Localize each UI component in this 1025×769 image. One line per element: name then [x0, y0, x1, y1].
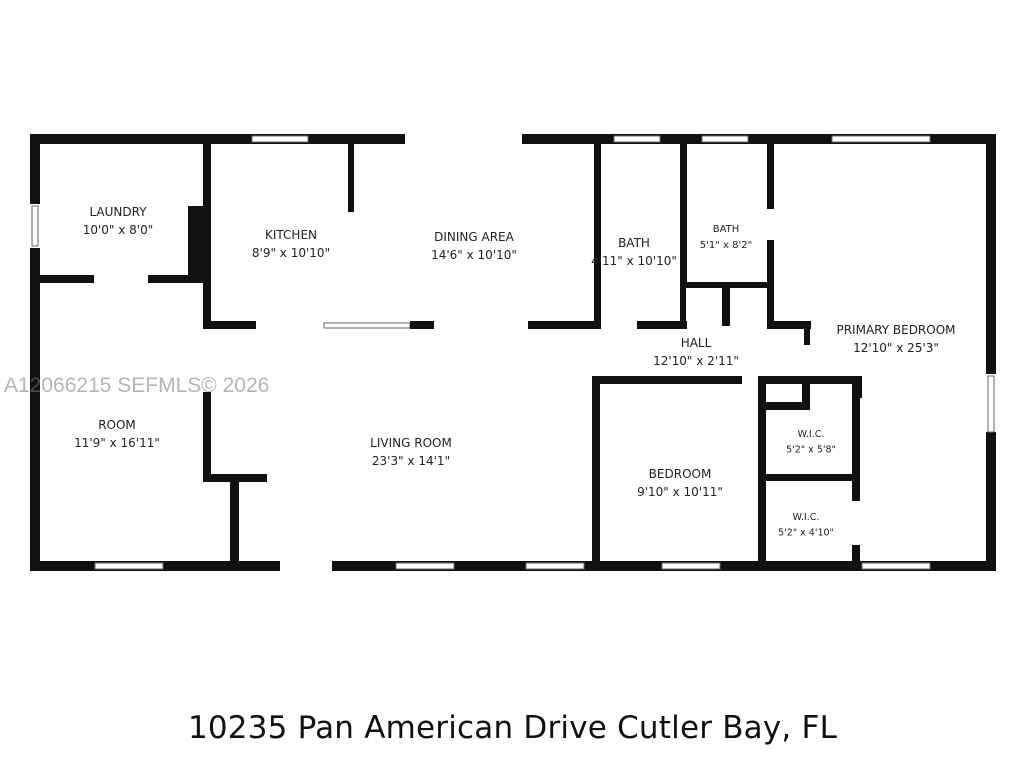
- interior-walls: [40, 144, 862, 565]
- room-name-dining: DINING AREA: [434, 230, 515, 244]
- room-dims-dining: 14'6" x 10'10": [431, 248, 517, 262]
- room-dims-wic2: 5'2" x 4'10": [778, 528, 834, 539]
- room-name-primary: PRIMARY BEDROOM: [836, 323, 955, 337]
- room-name-kitchen: KITCHEN: [265, 228, 317, 242]
- room-dims-room: 11'9" x 16'11": [74, 436, 160, 450]
- room-dims-wic1: 5'2" x 5'8": [786, 445, 836, 456]
- room-name-hall: HALL: [681, 336, 712, 350]
- address-caption: 10235 Pan American Drive Cutler Bay, FL: [187, 710, 838, 746]
- watermark: A12066215 SEFMLS© 2026: [4, 374, 269, 397]
- room-labels: LAUNDRY 10'0" x 8'0" KITCHEN 8'9" x 10'10" D…: [74, 205, 955, 539]
- room-dims-living: 23'3" x 14'1": [372, 454, 450, 468]
- room-name-laundry: LAUNDRY: [89, 205, 147, 219]
- room-name-bedroom: BEDROOM: [649, 467, 712, 481]
- room-name-wic2: W.I.C.: [793, 512, 820, 523]
- room-name-room: ROOM: [98, 418, 136, 432]
- room-name-living: LIVING ROOM: [370, 436, 452, 450]
- room-name-wic1: W.I.C.: [798, 429, 825, 440]
- room-name-bath1: BATH: [618, 236, 650, 250]
- room-dims-primary: 12'10" x 25'3": [853, 341, 939, 355]
- room-dims-bath1: 4'11" x 10'10": [591, 254, 677, 268]
- room-dims-bath2: 5'1" x 8'2": [700, 240, 752, 251]
- room-name-bath2: BATH: [713, 224, 740, 235]
- room-dims-hall: 12'10" x 2'11": [653, 354, 739, 368]
- room-dims-kitchen: 8'9" x 10'10": [252, 246, 330, 260]
- room-dims-bedroom: 9'10" x 10'11": [637, 485, 723, 499]
- windows: [31, 135, 995, 570]
- room-dims-laundry: 10'0" x 8'0": [83, 223, 154, 237]
- exterior-walls: [30, 134, 996, 571]
